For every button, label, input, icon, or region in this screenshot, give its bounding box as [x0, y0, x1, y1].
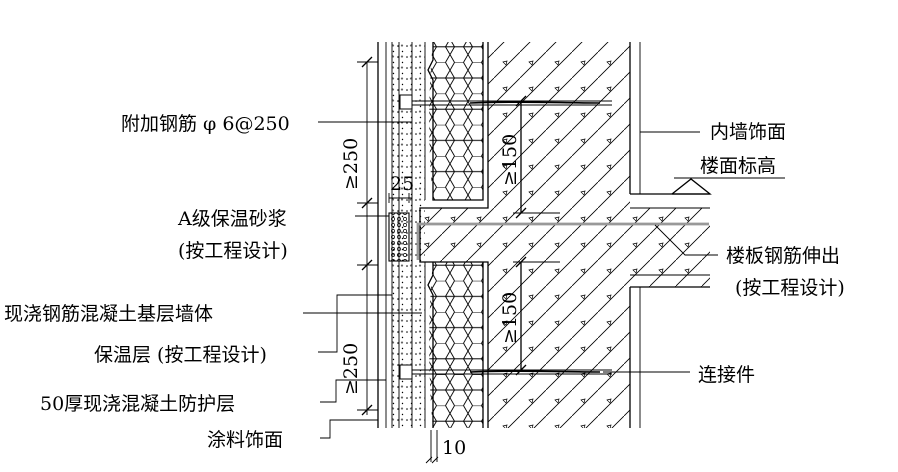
label-coating: 涂料饰面: [207, 429, 283, 451]
label-connector: 连接件: [698, 364, 755, 386]
dim-width-10: 10: [442, 437, 466, 459]
dimension-lines: [357, 56, 560, 464]
label-inner-finish: 内墙饰面: [710, 121, 786, 143]
label-insulation: 保温层 (按工程设计): [94, 344, 267, 366]
dim-upper-150: ≥150: [499, 134, 521, 186]
dim-width-25: 25: [390, 173, 414, 195]
label-slab-rebar-1: 楼板钢筋伸出: [726, 245, 840, 267]
dim-top-250: ≥250: [340, 138, 362, 190]
dimension-texts: ≥250 ≥250 25 ≥150 ≥150 10: [340, 134, 521, 459]
label-base-wall: 现浇钢筋混凝土基层墙体: [4, 303, 213, 325]
insulation-mortar: [388, 212, 410, 262]
floor-level-symbol: [671, 177, 785, 195]
label-mortar-2: (按工程设计): [178, 240, 288, 262]
concrete-structure: [419, 42, 710, 428]
labels: 附加钢筋 φ 6@250 A级保温砂浆 (按工程设计) 现浇钢筋混凝土基层墙体 …: [4, 113, 845, 451]
label-floor-level: 楼面标高: [700, 155, 776, 177]
dim-lower-150: ≥150: [499, 292, 521, 344]
label-mortar-1: A级保温砂浆: [177, 208, 287, 230]
slab-rebar: [416, 222, 709, 260]
label-protect: 50厚现浇混凝土防护层: [40, 393, 235, 415]
dim-bottom-250: ≥250: [340, 343, 362, 395]
insulation-layer: [424, 42, 484, 428]
leader-lines: [303, 121, 718, 439]
additional-rebar: [399, 94, 612, 380]
label-slab-rebar-2: (按工程设计): [735, 277, 845, 299]
label-rebar: 附加钢筋 φ 6@250: [121, 113, 290, 135]
